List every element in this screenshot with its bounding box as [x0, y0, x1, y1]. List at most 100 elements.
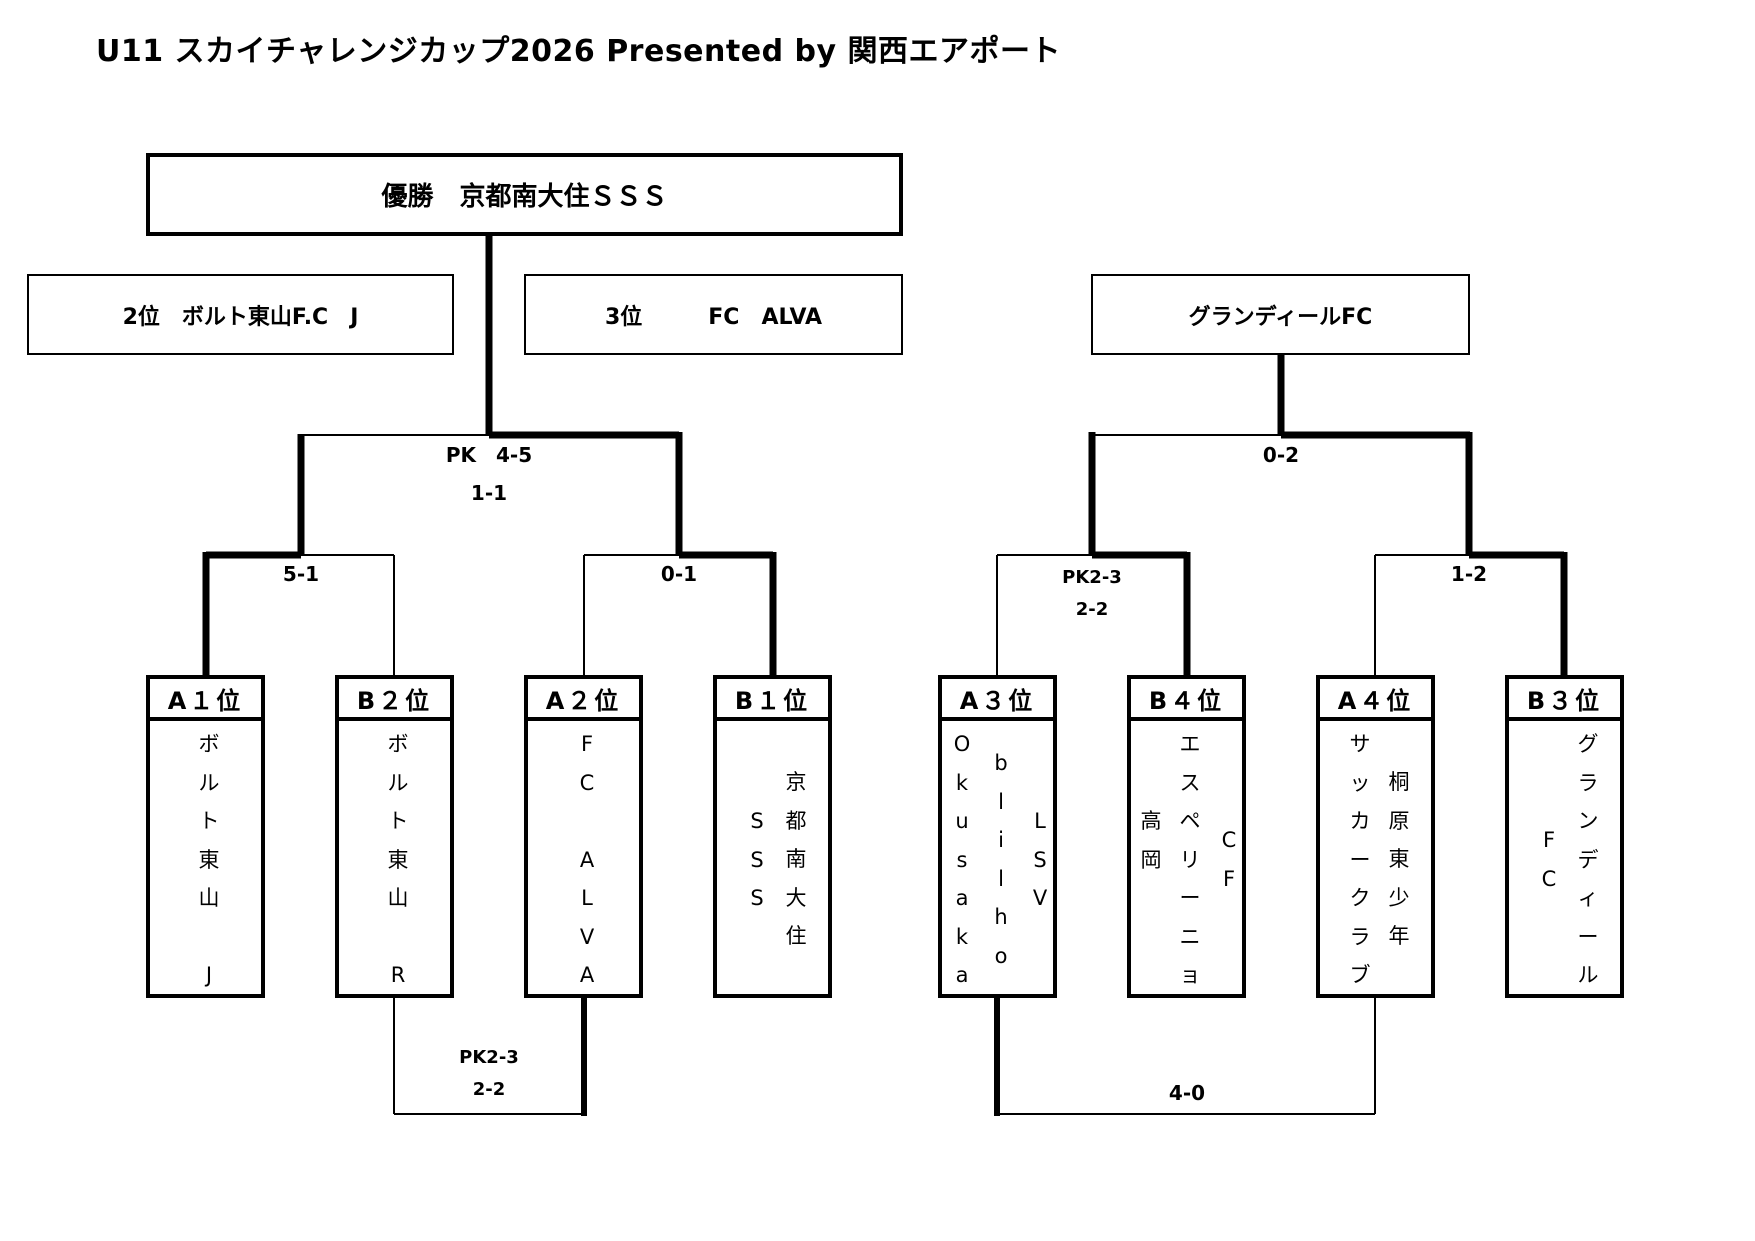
- team-name-char: ク: [1349, 886, 1371, 910]
- team-name-char: 東: [198, 847, 220, 872]
- team-name-char: ッ: [1349, 770, 1371, 795]
- right-semi1-pk-score: PK2-3: [1062, 567, 1122, 588]
- team-name-char: L: [581, 886, 593, 910]
- team-seed: A２位: [528, 679, 639, 721]
- team-seed: B３位: [1509, 679, 1620, 721]
- team-name-char: グ: [1577, 732, 1599, 756]
- team-name-char: エ: [1179, 732, 1201, 756]
- third-place-pk-score: PK2-3: [459, 1047, 519, 1068]
- tournament-title: U11 スカイチャレンジカップ2026 Presented by 関西エアポート: [96, 34, 1061, 69]
- team-name-char: ョ: [1179, 963, 1201, 987]
- team-name-char: s: [956, 847, 968, 872]
- team-name-char: 年: [1388, 924, 1410, 948]
- team-seed: A１位: [150, 679, 261, 721]
- team-name-column: エスペリーニョ: [1178, 725, 1202, 995]
- team-name-char: 高: [1140, 809, 1162, 833]
- team-name-char: o: [994, 943, 1008, 968]
- team-name-char: k: [955, 770, 969, 795]
- team-name-char: J: [205, 963, 213, 987]
- team-name-char: ン: [1577, 809, 1599, 833]
- team-name-char: ブ: [1349, 963, 1371, 987]
- team-name-char: ペ: [1179, 809, 1201, 833]
- team-name-char: S: [1033, 847, 1047, 872]
- team-name-char: S: [750, 809, 764, 833]
- team-name-char: 大: [785, 885, 807, 910]
- final-pk-score: PK 4-5: [445, 443, 533, 467]
- team-name-char: ボ: [387, 732, 409, 756]
- team-name-char: F: [580, 732, 594, 756]
- team-name-char: ー: [1577, 924, 1599, 949]
- team-name-char: R: [390, 963, 406, 987]
- team-name-column: サッカークラブ: [1348, 725, 1372, 995]
- third-place-score: 2-2: [472, 1079, 506, 1100]
- team-name-char: ト: [387, 809, 409, 833]
- team-name-char: サ: [1349, 732, 1371, 756]
- team-name-char: A: [579, 963, 595, 987]
- team-name-char: 少: [1388, 885, 1410, 910]
- team-name-column: 高岡: [1139, 802, 1163, 879]
- right-lower-score: 4-0: [1168, 1081, 1206, 1105]
- team-seed: A４位: [1320, 679, 1431, 721]
- team-name-char: O: [953, 732, 971, 756]
- team-name-char: 山: [387, 886, 409, 910]
- left-semi2-score: 0-1: [660, 562, 698, 586]
- team-name-char: カ: [1349, 809, 1371, 833]
- team-name-char: 原: [1388, 808, 1410, 833]
- team-seed: A３位: [942, 679, 1053, 721]
- team-name-char: C: [579, 770, 595, 795]
- team-name-char: i: [998, 828, 1004, 852]
- team-name-char: 東: [387, 847, 409, 872]
- team-name-char: b: [994, 751, 1008, 775]
- right-semi1-score: 2-2: [1075, 599, 1109, 620]
- team-name-char: a: [955, 963, 969, 987]
- team-name-char: ラ: [1349, 924, 1371, 949]
- team-box: A４位サッカークラブ桐原東少年: [1316, 675, 1435, 998]
- team-name-char: V: [579, 924, 595, 949]
- third-place-box: 3位 FC ALVA: [524, 274, 903, 355]
- team-name-char: ー: [1349, 847, 1371, 872]
- team-name-char: l: [998, 789, 1004, 814]
- team-seed: B２位: [339, 679, 450, 721]
- team-name-char: 桐: [1388, 770, 1410, 794]
- team-name-char: 岡: [1140, 847, 1162, 872]
- team-name-char: 東: [1388, 847, 1410, 871]
- winner-box: 優勝 京都南大住ＳＳＳ: [146, 153, 903, 236]
- left-semi1-score: 5-1: [282, 562, 320, 586]
- team-seed: B４位: [1131, 679, 1242, 721]
- team-name: ボルト東山 R: [339, 721, 450, 994]
- team-name-char: C: [1541, 866, 1557, 891]
- final-score: 1-1: [470, 481, 508, 505]
- right-bracket-winner-box: グランディールFC: [1091, 274, 1470, 355]
- team-name-column: ボルト東山 R: [386, 725, 410, 995]
- team-name-char: S: [750, 847, 764, 872]
- right-final-score: 0-2: [1262, 443, 1300, 467]
- team-name-char: デ: [1577, 847, 1599, 872]
- team-name-char: C: [1221, 828, 1237, 852]
- right-semi2-score: 1-2: [1450, 562, 1488, 586]
- second-place-box: 2位 ボルト東山F.C J: [27, 274, 454, 355]
- team-name-char: u: [955, 809, 969, 833]
- team-name-char: ラ: [1577, 770, 1599, 795]
- team-name-char: ニ: [1179, 924, 1201, 949]
- team-name-char: 住: [785, 924, 807, 948]
- team-name-char: ト: [198, 809, 220, 833]
- team-name-column: 京都南大住: [784, 763, 808, 956]
- team-seed: B１位: [717, 679, 828, 721]
- team-name-char: ル: [387, 770, 409, 795]
- team-name-char: ボ: [198, 732, 220, 756]
- team-name-char: L: [1034, 809, 1046, 833]
- team-name-char: F: [1542, 828, 1556, 852]
